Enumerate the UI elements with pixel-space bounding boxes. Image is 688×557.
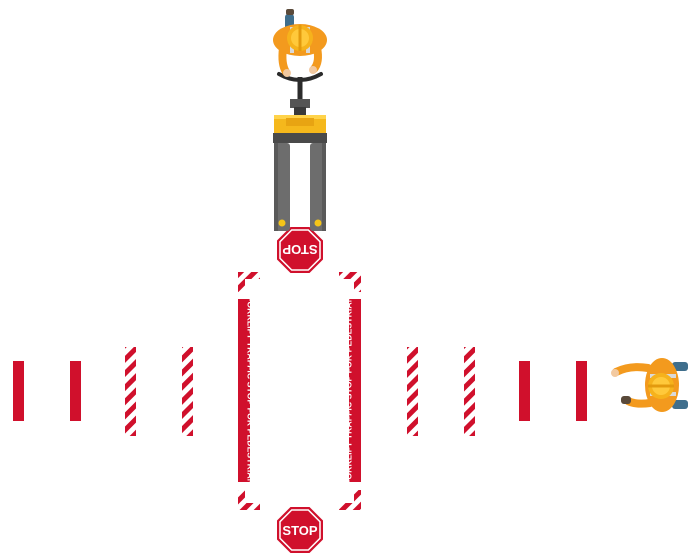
- right-crossing-strip: FORKLIFT TRAFFIC STOP FOR PEDESTRIAN: [344, 296, 362, 485]
- solid-bar-2: [70, 361, 81, 421]
- solid-bar-3: [519, 361, 530, 421]
- top-stop-sign: STOP: [277, 227, 323, 273]
- striped-bar-3: [407, 347, 418, 436]
- worker-right-icon: [611, 358, 688, 412]
- striped-bar-2: [182, 347, 193, 436]
- striped-bar-4: [464, 347, 475, 436]
- worker-top-icon: [273, 9, 327, 77]
- top-stop-label: STOP: [282, 242, 317, 257]
- left-strip-text: FORKLIFT TRAFFIC STOP FOR PEDESTRIAN: [246, 296, 256, 485]
- solid-bar-4: [576, 361, 587, 421]
- pallet-jack-icon: [273, 74, 327, 231]
- solid-bar-1: [13, 361, 24, 421]
- bottom-stop-label: STOP: [282, 523, 317, 538]
- right-strip-text: FORKLIFT TRAFFIC STOP FOR PEDESTRIAN: [344, 296, 354, 485]
- striped-bar-1: [125, 347, 136, 436]
- bottom-stop-sign: STOP: [277, 507, 323, 553]
- left-crossing-strip: FORKLIFT TRAFFIC STOP FOR PEDESTRIAN: [238, 296, 256, 485]
